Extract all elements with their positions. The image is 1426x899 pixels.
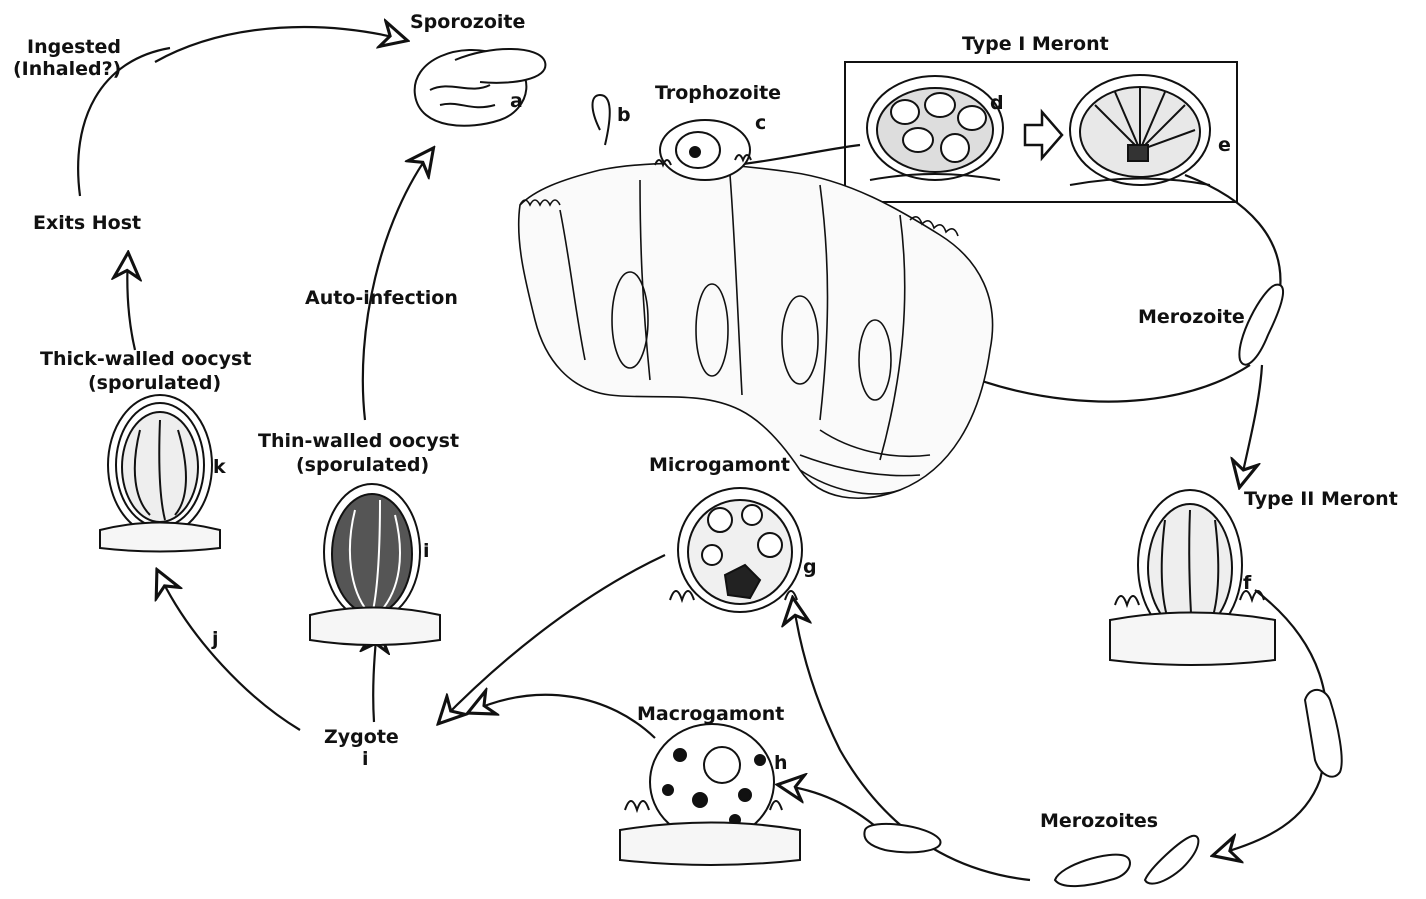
label-auto-infection: Auto-infection xyxy=(305,287,458,309)
epithelium-drawing xyxy=(519,163,993,498)
arrow-macro-to-zygote xyxy=(470,695,655,738)
arrow-zygote-to-thick xyxy=(158,572,300,730)
label-thin-walled-oocyst: Thin-walled oocyst xyxy=(258,430,459,452)
letter-d: d xyxy=(990,92,1004,114)
sporozoite-drawing xyxy=(415,49,546,126)
label-zygote-letter: i xyxy=(362,748,369,770)
letter-l: i xyxy=(423,540,430,562)
meront-e-drawing xyxy=(1070,75,1210,185)
letter-g: g xyxy=(803,556,817,578)
label-thick-walled-sporulated: (sporulated) xyxy=(88,372,221,394)
thick-oocyst-drawing xyxy=(100,395,220,552)
letter-e: e xyxy=(1218,134,1231,156)
letter-c: c xyxy=(755,112,766,134)
label-thin-walled-sporulated: (sporulated) xyxy=(296,454,429,476)
letter-b: b xyxy=(617,104,631,126)
label-trophozoite: Trophozoite xyxy=(655,82,781,104)
label-exits-host: Exits Host xyxy=(33,212,141,234)
label-merozoites: Merozoites xyxy=(1040,810,1158,832)
arrow-merozoite-to-type2 xyxy=(1240,365,1262,485)
arrow-ingested-to-sporozoite xyxy=(155,27,405,62)
letter-k: k xyxy=(213,456,226,478)
label-zygote: Zygote xyxy=(324,726,399,748)
arrow-merozoites-to-macro xyxy=(780,785,880,830)
label-microgamont: Microgamont xyxy=(649,454,790,476)
letter-h: h xyxy=(774,752,788,774)
label-inhaled: (Inhaled?) xyxy=(13,58,121,80)
microgamont-drawing xyxy=(670,488,802,612)
label-type1-meront: Type I Meront xyxy=(962,33,1109,55)
letter-f: f xyxy=(1243,572,1251,594)
arrow-micro-to-zygote xyxy=(440,555,665,722)
label-ingested: Ingested xyxy=(27,36,121,58)
arrow-thick-to-exits xyxy=(127,255,135,350)
thin-oocyst-drawing xyxy=(310,484,440,645)
merozoite-drawing xyxy=(1239,285,1283,365)
arrow-trophozoite-to-meront xyxy=(735,145,860,165)
macrogamont-drawing xyxy=(620,724,800,865)
meront-d-drawing xyxy=(867,76,1003,180)
arrow-d-to-e xyxy=(1025,112,1062,158)
label-macrogamont: Macrogamont xyxy=(637,703,784,725)
arrow-thin-to-sporozoite xyxy=(363,150,432,420)
label-type2-meront: Type II Meront xyxy=(1244,488,1398,510)
letter-a: a xyxy=(510,90,523,112)
arrow-meront1-to-merozoite xyxy=(1185,175,1280,290)
merozoites-drawing xyxy=(864,690,1341,886)
letter-j: j xyxy=(212,628,219,650)
label-merozoite: Merozoite xyxy=(1138,306,1245,328)
label-sporozoite: Sporozoite xyxy=(410,11,525,33)
label-thick-walled-oocyst: Thick-walled oocyst xyxy=(40,348,251,370)
